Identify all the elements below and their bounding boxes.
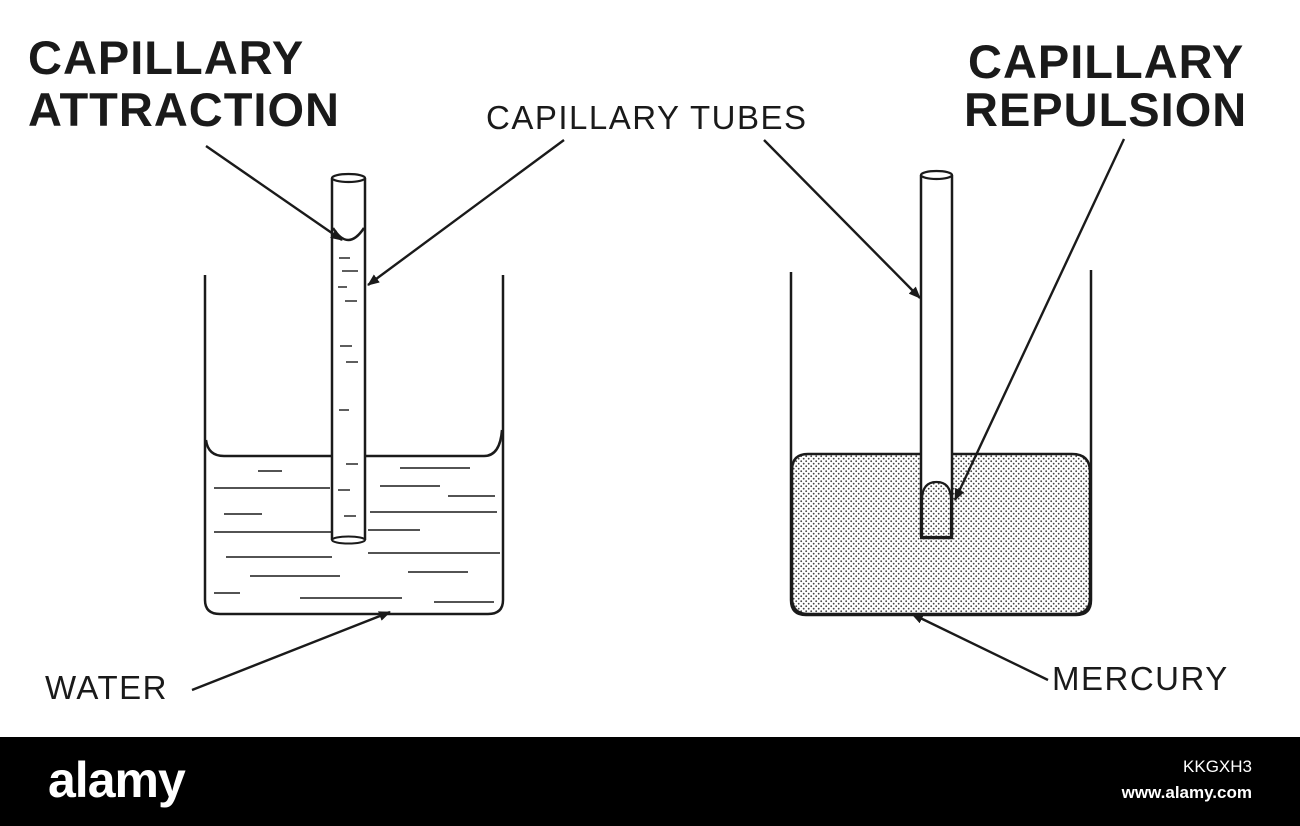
stock-url-text: www.alamy.com [1121, 783, 1252, 802]
capillary-diagram: CAPILLARY ATTRACTION CAPILLARY TUBES CAP… [28, 31, 1247, 706]
image-id-text: KKGXH3 [1183, 757, 1252, 776]
stock-logo: alamy [48, 752, 186, 808]
mercury-beaker-outline [789, 270, 1093, 617]
mercury-beaker [789, 169, 1093, 617]
repulsion-label-line1: CAPILLARY [968, 35, 1244, 88]
repulsion-arrow [953, 138, 1126, 501]
attraction-label-line1: CAPILLARY [28, 31, 304, 84]
convex-meniscus [920, 480, 953, 539]
attraction-label-line2: ATTRACTION [28, 83, 340, 136]
tubes-arrow-left [367, 139, 565, 286]
mercury-capillary-tube [919, 169, 954, 540]
stock-footer-bar: alamy KKGXH3 www.alamy.com [0, 737, 1300, 826]
mercury-arrow [911, 612, 1049, 682]
repulsion-label-line2: REPULSION [964, 83, 1247, 136]
water-hatching [214, 467, 500, 603]
water-beaker [203, 172, 505, 616]
capillary-tubes-label: CAPILLARY TUBES [486, 99, 807, 136]
attraction-arrow [205, 145, 343, 241]
water-label: WATER [45, 669, 168, 706]
mercury-label: MERCURY [1052, 660, 1229, 697]
water-arrow [191, 610, 391, 692]
water-capillary-tube [330, 172, 367, 545]
tubes-arrow-right [763, 139, 921, 299]
water-beaker-outline [203, 275, 505, 616]
pointer-arrows [191, 138, 1126, 692]
